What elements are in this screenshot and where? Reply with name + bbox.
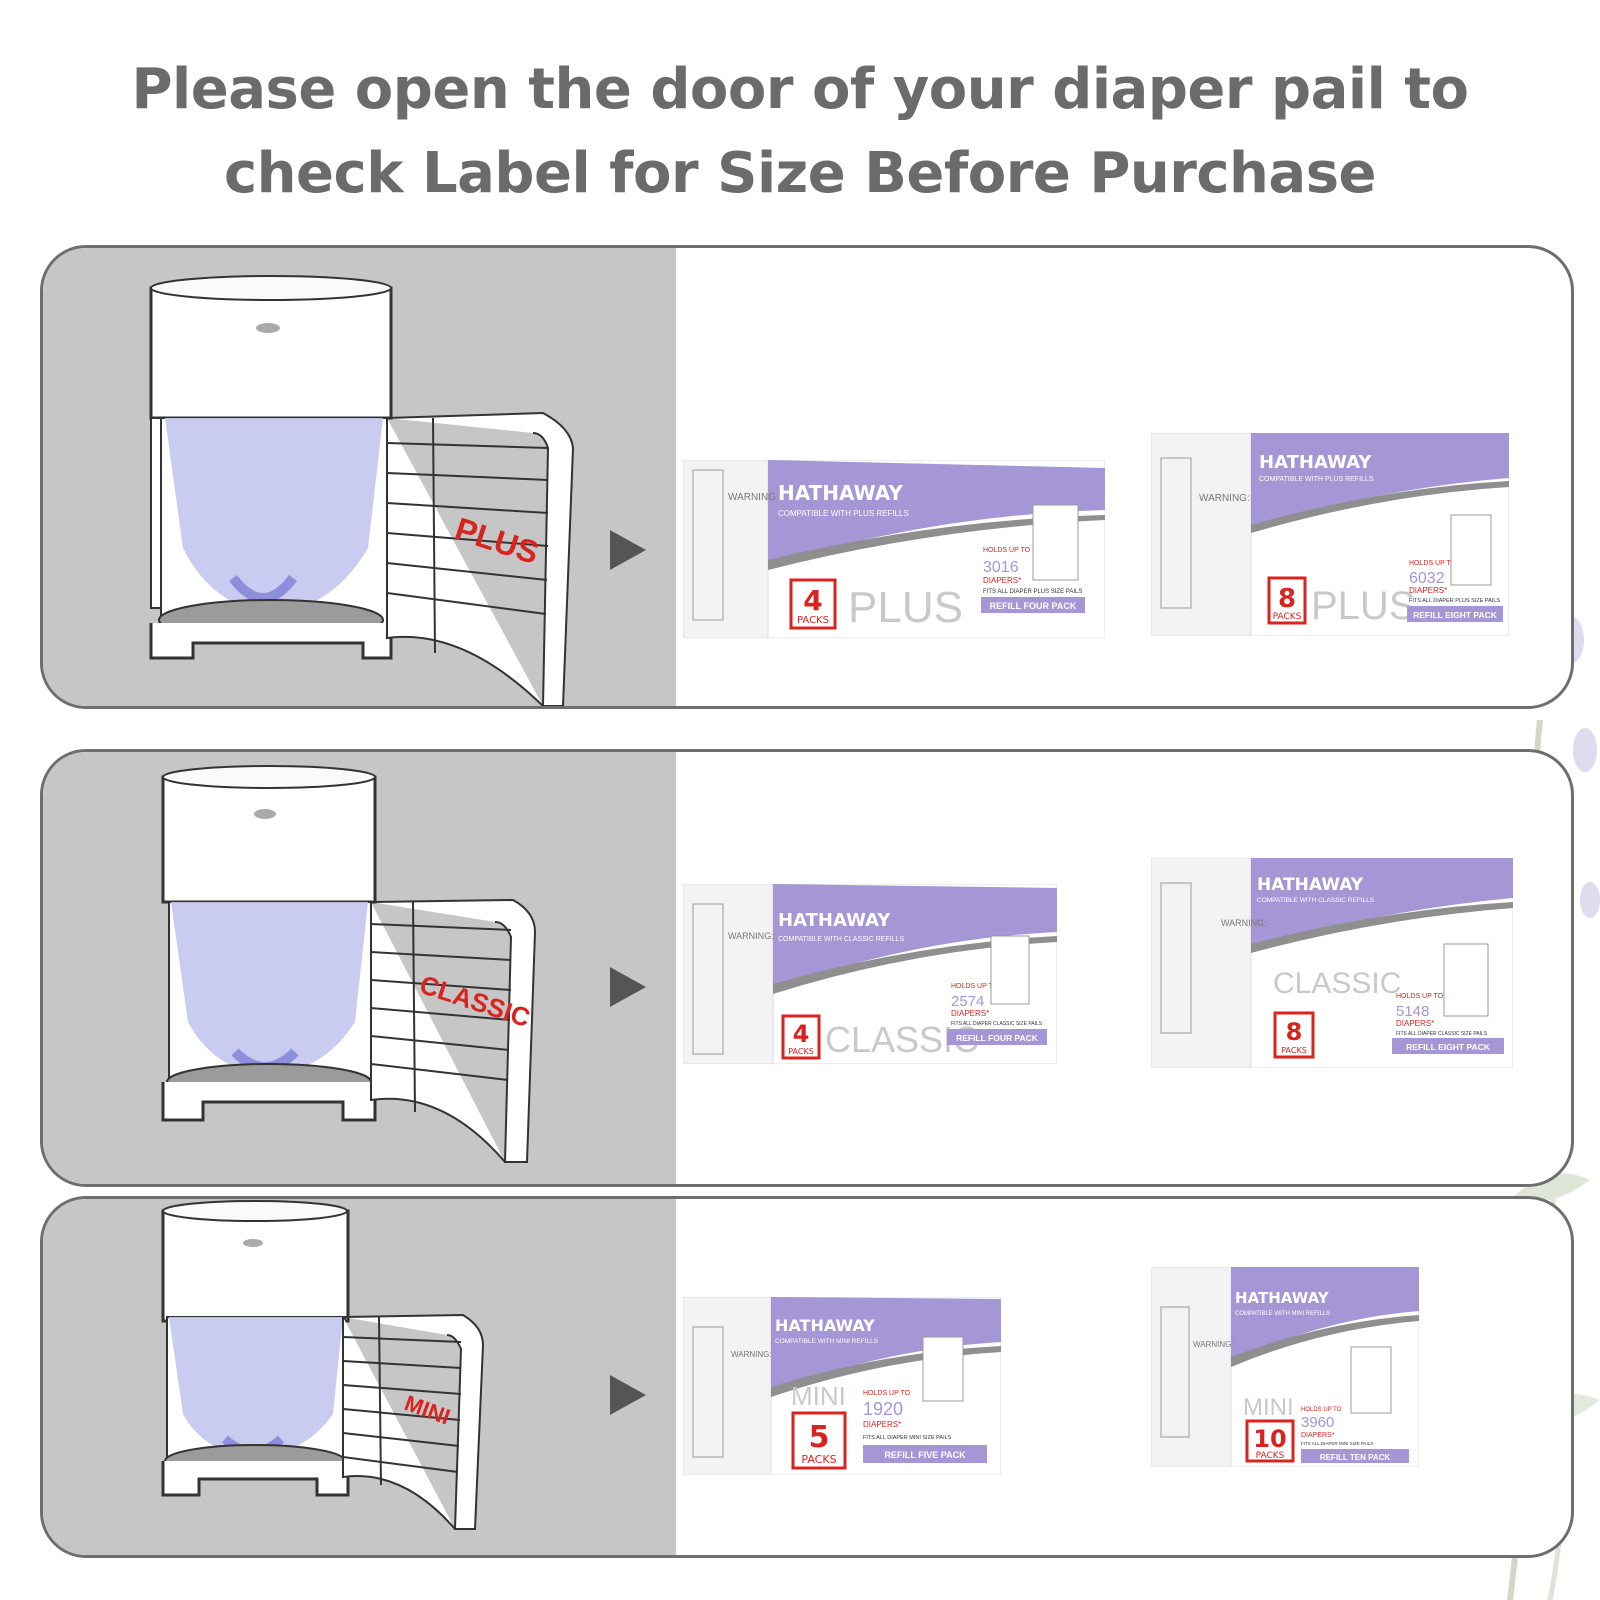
fits-text: FITS ALL DIAPER MINI SIZE PAILS (863, 1435, 952, 1441)
pack-count: 8 (1286, 1018, 1303, 1046)
holds-up-to: HOLDS UP TO (983, 547, 1031, 554)
warning-text: WARNING: (731, 1350, 772, 1359)
pack-count: 8 (1278, 584, 1296, 614)
holds-up-to: HOLDS UP TO (951, 983, 999, 990)
brand-name: HATHAWAY (1257, 875, 1364, 895)
compat-text: COMPATIBLE WITH CLASSIC REFILLS (1257, 897, 1375, 904)
diaper-pail-illustration: PLUS (149, 275, 575, 706)
holds-up-to: HOLDS UP TO (1396, 993, 1444, 1000)
fits-text: FITS ALL DIAPER PLUS SIZE PAILS (1409, 598, 1500, 604)
size-name: MINI (791, 1381, 846, 1411)
fits-text: FITS ALL DIAPER MINI SIZE PAILS (1301, 1441, 1373, 1446)
refill-label: REFILL EIGHT PACK (1406, 1042, 1491, 1052)
holds-up-to: HOLDS UP TO (1301, 1407, 1342, 1413)
compat-text: COMPATIBLE WITH MINI REFILLS (1235, 1311, 1330, 1317)
brand-name: HATHAWAY (1259, 452, 1372, 473)
compat-text: COMPATIBLE WITH CLASSIC REFILLS (778, 936, 904, 943)
packs-label: PACKS (1256, 1451, 1285, 1461)
warning-text: WARNING: (1193, 1340, 1234, 1349)
headline: Please open the door of your diaper pail… (0, 48, 1600, 216)
diapers-label: DIAPERS* (951, 1009, 989, 1018)
fits-text: FITS ALL DIAPER CLASSIC SIZE PAILS (1396, 1031, 1488, 1037)
row-plus: PLUS WARNING: HATHAWAY COMPATIBLE WITH P… (40, 245, 1574, 709)
arrow-icon (610, 530, 646, 570)
warning-text: WARNING: (728, 931, 774, 941)
fits-text: FITS ALL DIAPER CLASSIC SIZE PAILS (951, 1021, 1043, 1027)
refill-label: REFILL EIGHT PACK (1413, 610, 1498, 620)
headline-line-1: Please open the door of your diaper pail… (131, 57, 1469, 122)
packs-label: PACKS (788, 1047, 814, 1056)
compat-text: COMPATIBLE WITH PLUS REFILLS (778, 509, 909, 518)
pack-count: 5 (809, 1420, 830, 1455)
brand-name: HATHAWAY (1235, 1289, 1330, 1307)
arrow-icon (610, 1375, 646, 1415)
packs-label: PACKS (1281, 1046, 1307, 1055)
holds-count: 2574 (951, 993, 984, 1010)
diapers-label: DIAPERS* (1396, 1019, 1434, 1028)
holds-count: 5148 (1396, 1003, 1429, 1020)
packs-label: PACKS (1273, 612, 1302, 622)
warning-text: WARNING: (728, 492, 779, 503)
holds-count: 6032 (1409, 570, 1445, 587)
brand-name: HATHAWAY (778, 910, 891, 931)
size-name: CLASSIC (1273, 967, 1401, 1000)
diapers-label: DIAPERS* (863, 1420, 901, 1429)
packs-label: PACKS (801, 1453, 836, 1466)
pail-size-label: MINI (401, 1390, 453, 1429)
warning-text: WARNING: (1221, 918, 1267, 928)
fits-text: FITS ALL DIAPER PLUS SIZE PAILS (983, 589, 1082, 595)
refill-label: REFILL FIVE PACK (884, 1450, 966, 1460)
refill-label: REFILL FOUR PACK (990, 601, 1077, 611)
diapers-label: DIAPERS* (1409, 586, 1447, 595)
diaper-pail-illustration: MINI (161, 1200, 485, 1530)
size-name: MINI (1243, 1394, 1294, 1421)
size-name: PLUS (1311, 584, 1416, 628)
holds-count: 3016 (983, 559, 1019, 576)
refill-box[interactable]: WARNING: HATHAWAY COMPATIBLE WITH CLASSI… (1151, 858, 1513, 1068)
compat-text: COMPATIBLE WITH MINI REFILLS (775, 1338, 879, 1345)
holds-count: 1920 (863, 1399, 903, 1419)
pack-count: 10 (1253, 1425, 1286, 1453)
headline-line-2: check Label for Size Before Purchase (223, 141, 1377, 206)
holds-up-to: HOLDS UP TO (1409, 560, 1457, 567)
holds-up-to: HOLDS UP TO (863, 1390, 911, 1397)
diaper-pail-illustration: CLASSIC (161, 765, 537, 1163)
refill-box[interactable]: WARNING: HATHAWAY COMPATIBLE WITH PLUS R… (683, 460, 1105, 638)
refill-label: REFILL TEN PACK (1320, 1453, 1391, 1462)
warning-text: WARNING: (1199, 493, 1250, 504)
packs-label: PACKS (797, 615, 829, 626)
refill-label: REFILL FOUR PACK (956, 1033, 1039, 1043)
refill-box[interactable]: WARNING: HATHAWAY COMPATIBLE WITH MINI R… (683, 1297, 1001, 1475)
compat-text: COMPATIBLE WITH PLUS REFILLS (1259, 476, 1374, 483)
row-mini: MINI WARNING: HATHAWAY COMPATIBLE WITH M… (40, 1196, 1574, 1558)
diapers-label: DIAPERS* (983, 576, 1021, 585)
pack-count: 4 (803, 584, 822, 617)
refill-box[interactable]: WARNING: HATHAWAY COMPATIBLE WITH PLUS R… (1151, 433, 1509, 636)
refill-box[interactable]: WARNING: HATHAWAY COMPATIBLE WITH CLASSI… (683, 884, 1057, 1064)
arrow-icon (610, 967, 646, 1007)
brand-name: HATHAWAY (775, 1316, 875, 1335)
diapers-label: DIAPERS* (1301, 1432, 1335, 1439)
pack-count: 4 (793, 1020, 810, 1048)
holds-count: 3960 (1301, 1414, 1334, 1431)
refill-box[interactable]: WARNING: HATHAWAY COMPATIBLE WITH MINI R… (1151, 1267, 1419, 1467)
size-name: PLUS (848, 583, 963, 632)
row-classic: CLASSIC WARNING: HATHAWAY COMPATIBLE WIT… (40, 749, 1574, 1187)
brand-name: HATHAWAY (778, 481, 903, 505)
